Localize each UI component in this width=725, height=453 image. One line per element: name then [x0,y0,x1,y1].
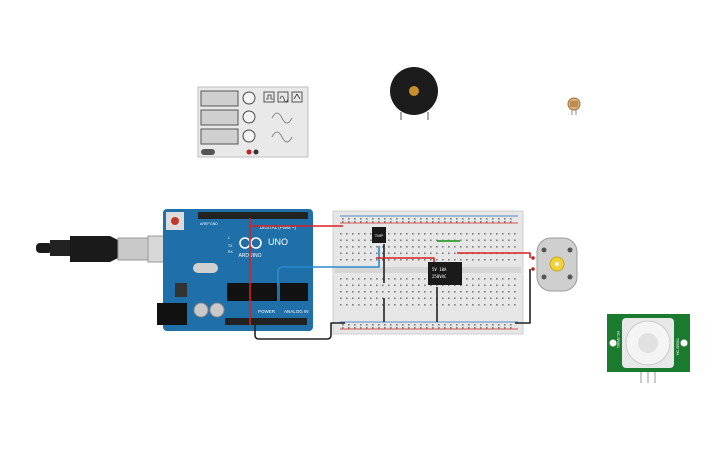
relay-component[interactable]: 5V 10A 250VAC [428,262,462,285]
arduino-uno-board[interactable]: ARDUINO UNO DIGITAL (PWM ~) POWER ANALOG… [157,209,313,331]
wire-black-ground[interactable] [254,322,345,340]
breadboard-holes[interactable] [340,218,516,329]
relay-text-2: 250VAC [432,274,447,279]
power-header-label: POWER [258,309,276,314]
l-led-label: L [228,236,230,240]
arduino-model: UNO [268,237,288,247]
pir-right-text: HC-SR501 [676,338,680,355]
wire-black-motor[interactable] [515,269,531,324]
wire-red-relay[interactable] [376,257,435,262]
digital-header-label: DIGITAL (PWM ~) [260,225,297,230]
rx-led-label: RX [228,250,234,254]
pir-left-text: HC-SR501 [616,331,620,348]
function-generator-icon[interactable] [197,86,309,158]
aref-label: AREF [200,222,209,226]
tx-led-label: TX [228,244,233,248]
analog-header-label: ANALOG IN [284,309,309,314]
usb-cable-icon [36,235,167,263]
wire-blue-signal[interactable] [277,246,380,286]
transistor-component[interactable]: TMP [372,227,386,243]
gnd-label: GND [210,222,218,226]
dc-motor-icon[interactable] [531,237,578,292]
photoresistor-icon[interactable] [567,97,581,115]
relay-text-1: 5V 10A [432,267,447,272]
wires[interactable] [249,218,531,340]
wire-red-motor[interactable] [457,252,531,258]
piezo-buzzer-icon[interactable] [390,67,438,120]
pir-sensor-icon[interactable]: HC-SR501 HC-SR501 [607,314,690,383]
transistor-label: TMP [375,233,384,238]
